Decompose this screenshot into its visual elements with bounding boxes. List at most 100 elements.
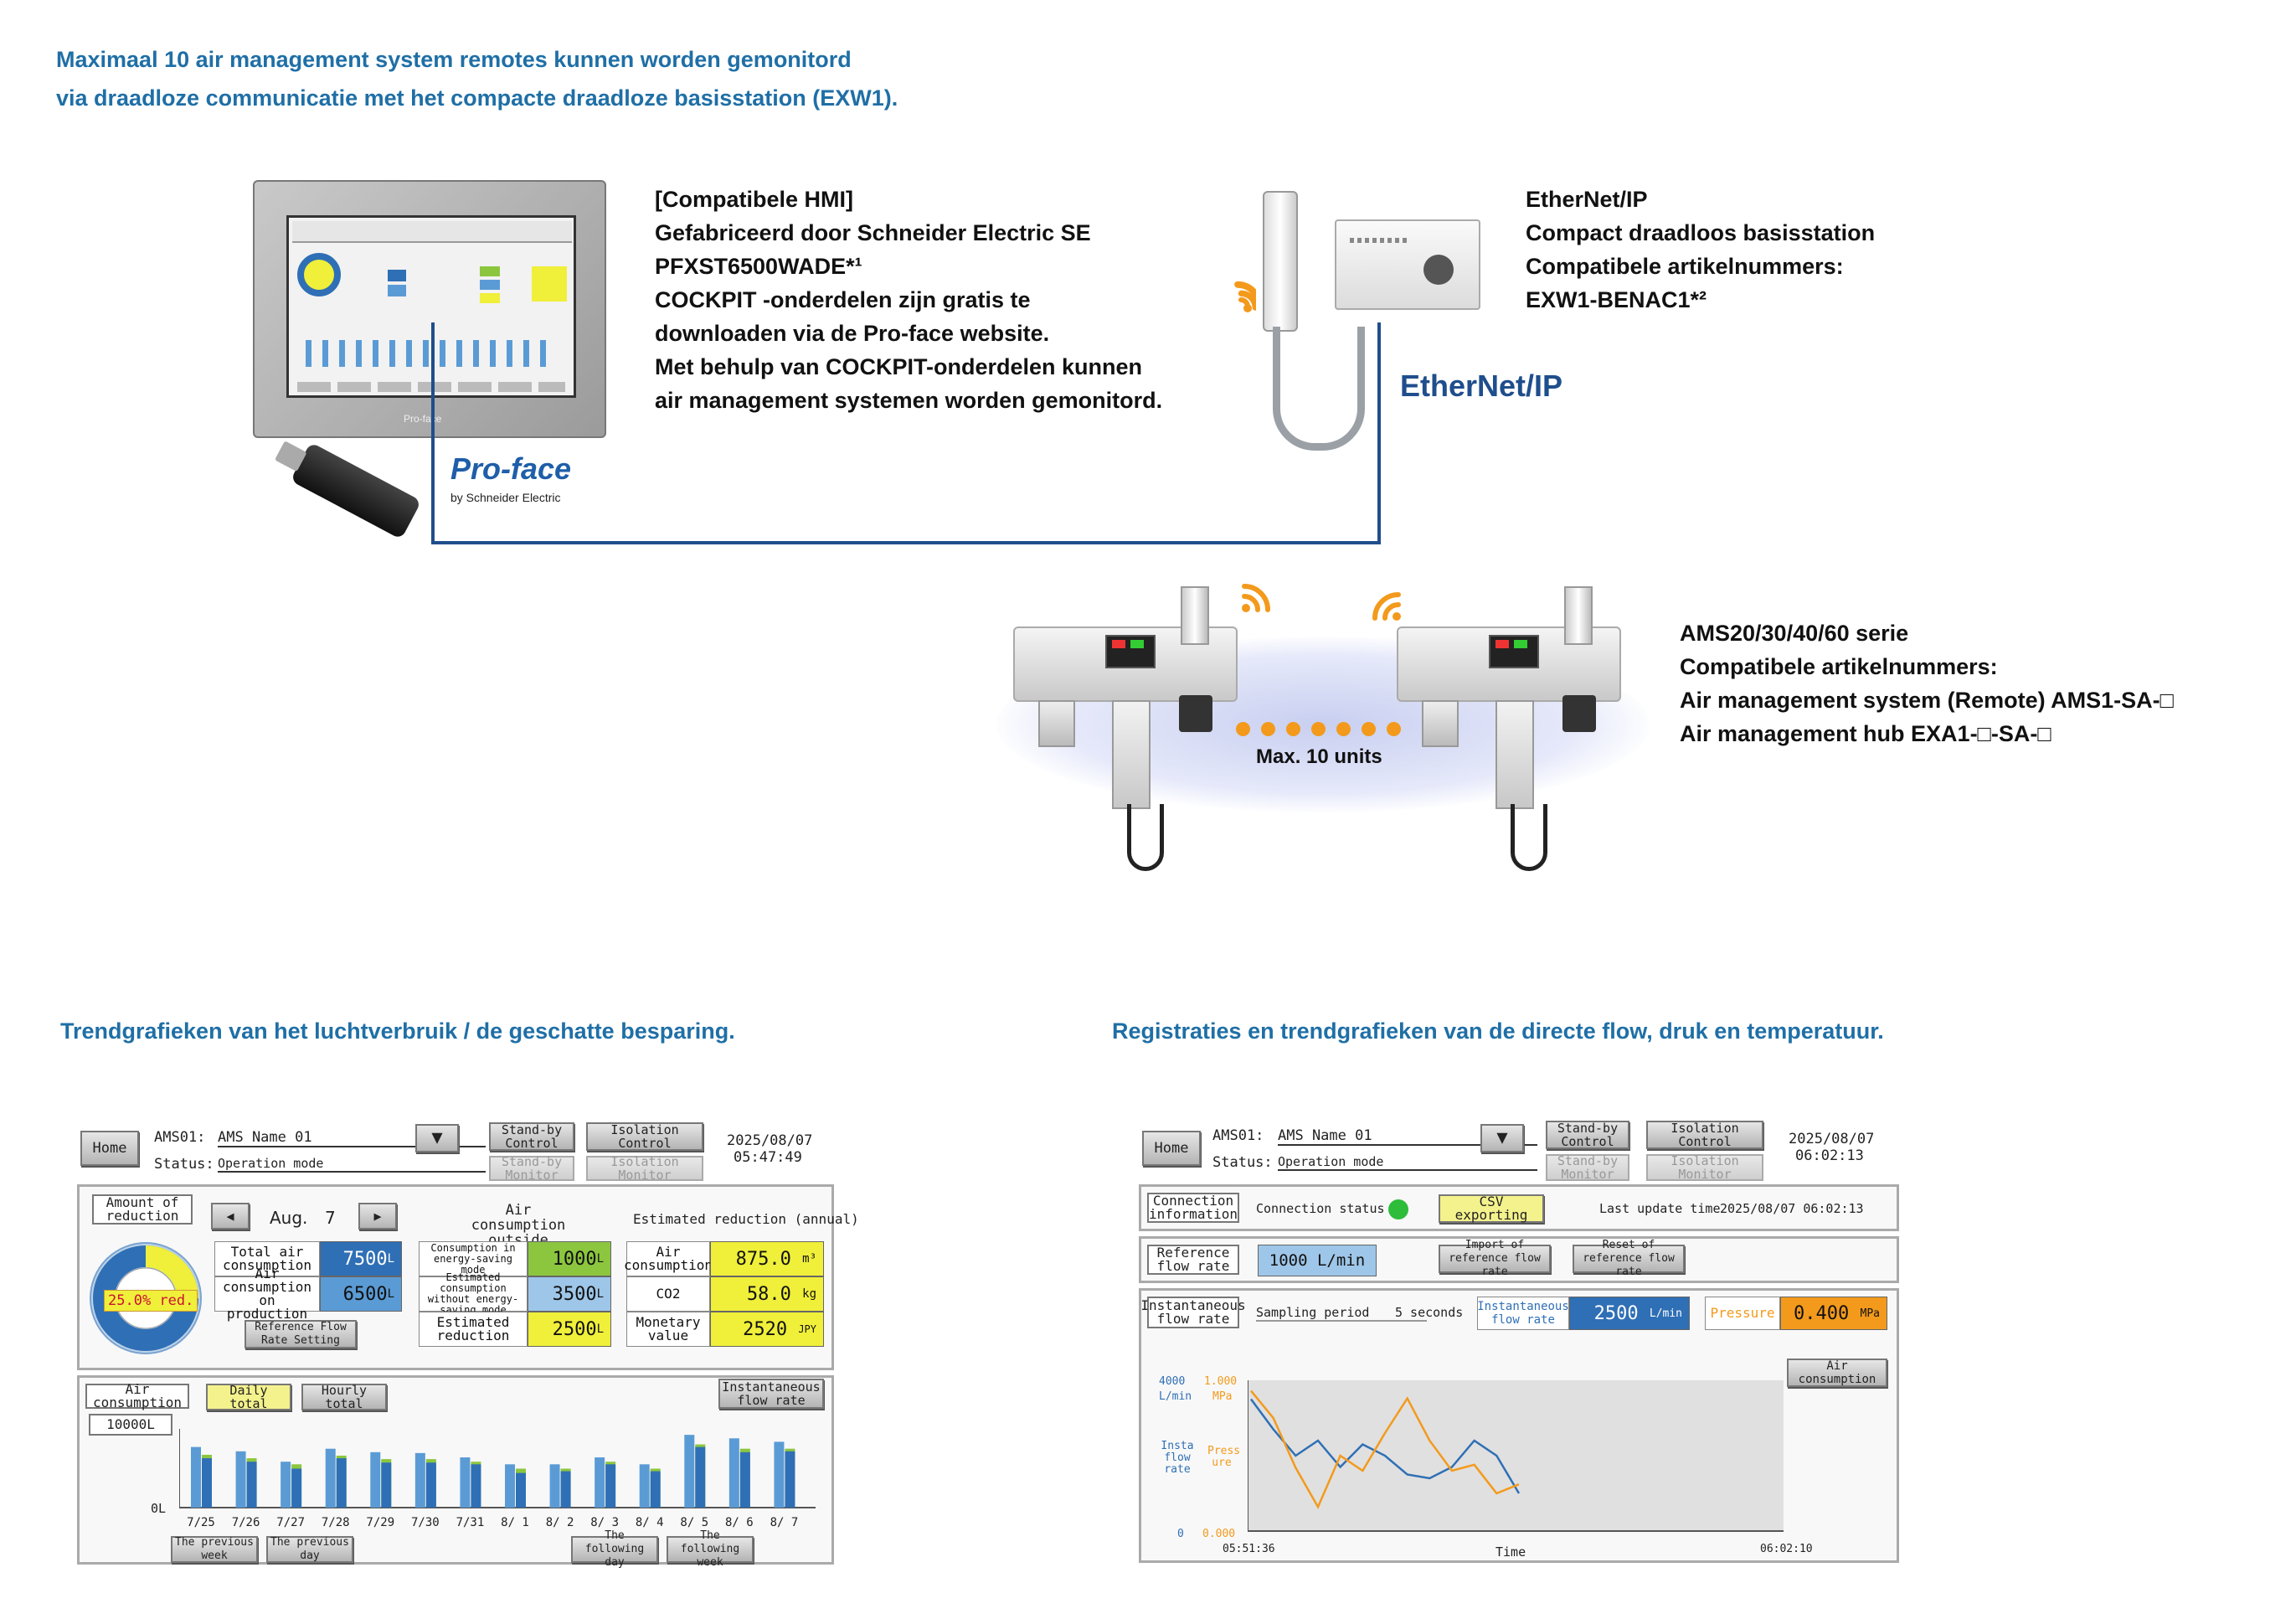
hmi-line-1: Gefabriceerd door Schneider Electric SE <box>655 220 1091 245</box>
wireless-icon-left <box>1238 570 1284 616</box>
home-button[interactable]: Home <box>80 1131 139 1166</box>
y-left-zero: 0 <box>1177 1528 1184 1540</box>
bar-series-2 <box>516 1472 526 1508</box>
ams-name-field[interactable]: AMS Name 01 <box>1278 1127 1537 1146</box>
est-reduction-label: Estimated reduction <box>419 1312 528 1347</box>
monetary-number: 2520 <box>743 1318 788 1340</box>
proface-logo-sub: by Schneider Electric <box>450 491 561 504</box>
hmi-screen-consumption: Home AMS01: AMS Name 01 ▼ Status: Operat… <box>74 1114 859 1569</box>
import-reference-button[interactable]: Import of reference flow rate <box>1439 1239 1551 1278</box>
previous-day-button[interactable]: The previous day <box>266 1536 353 1563</box>
hmi-device-image: Pro-face <box>253 180 606 438</box>
wireless-icon-right <box>1358 578 1405 625</box>
ams-dropdown-button[interactable]: ▼ <box>1480 1124 1524 1152</box>
chart-air-consumption-label: Air consumption <box>85 1383 189 1410</box>
prev-day-arrow-button[interactable]: ◀ <box>211 1203 250 1230</box>
pressure-label: Pressure <box>1705 1297 1780 1330</box>
daily-total-button[interactable]: Daily total <box>206 1384 291 1410</box>
pressure-line <box>1250 1390 1520 1509</box>
triangle-left-icon: ◀ <box>226 1209 234 1224</box>
status-value: Operation mode <box>1278 1154 1537 1171</box>
on-production-number: 6500 <box>342 1283 388 1305</box>
ams-name-field[interactable]: AMS Name 01 <box>218 1129 486 1147</box>
bar-series-2 <box>560 1471 571 1508</box>
ethernet-logo: EtherNet/IP <box>1400 369 1563 403</box>
following-week-button[interactable]: The following week <box>667 1529 754 1569</box>
y-right-max: 1.000 <box>1204 1375 1238 1388</box>
following-day-button[interactable]: The following day <box>571 1529 658 1569</box>
hmi-line-6: air management systemen worden gemonitor… <box>655 388 1163 413</box>
isolation-monitor-button[interactable]: Isolation Monitor <box>1646 1154 1763 1181</box>
reference-flow-rate-setting-button[interactable]: Reference Flow Rate Setting <box>245 1320 357 1348</box>
isolation-control-button[interactable]: Isolation Control <box>1646 1121 1763 1149</box>
home-button[interactable]: Home <box>1142 1131 1201 1166</box>
standby-control-button[interactable]: Stand-by Control <box>489 1122 574 1151</box>
csv-exporting-indicator[interactable]: CSV exporting <box>1439 1194 1544 1223</box>
ams-line-1: Compatibele artikelnummers: <box>1680 654 1998 679</box>
ams-line-0: AMS20/30/40/60 serie <box>1680 621 1909 646</box>
isolation-control-button[interactable]: Isolation Control <box>586 1122 703 1151</box>
previous-week-button[interactable]: The previous week <box>171 1536 258 1563</box>
bar-category-label: 8/ 5 <box>680 1516 708 1529</box>
last-update-label: Last update time <box>1599 1201 1721 1216</box>
reset-reference-button[interactable]: Reset of reference flow rate <box>1573 1239 1685 1278</box>
bar-series-2 <box>381 1462 392 1508</box>
hourly-total-button[interactable]: Hourly total <box>301 1384 387 1410</box>
bar-series-1 <box>235 1451 246 1508</box>
bar-series-1 <box>549 1464 560 1508</box>
bar-series-1 <box>460 1457 471 1508</box>
base-station-image <box>1335 219 1480 310</box>
connection-status-label: Connection status <box>1256 1201 1385 1216</box>
bar-series-2 <box>291 1468 302 1508</box>
network-cable-line-v <box>1377 322 1381 544</box>
bar-series-2 <box>425 1462 436 1508</box>
energy-mode-number: 1000 <box>552 1248 597 1270</box>
reference-flow-rate-value: 1000 L/min <box>1258 1245 1377 1276</box>
bar-category-label: 8/ 1 <box>501 1516 529 1529</box>
unit-kg: kg <box>802 1287 816 1301</box>
unit-jpy: JPY <box>798 1323 816 1335</box>
bar-category-label: 7/30 <box>411 1516 440 1529</box>
triangle-right-icon: ▶ <box>373 1209 382 1224</box>
antenna-image <box>1263 191 1298 332</box>
standby-control-button[interactable]: Stand-by Control <box>1546 1121 1629 1149</box>
total-air-label: Total air consumption <box>214 1241 320 1276</box>
y-left-title: Insta flow rate <box>1161 1440 1194 1476</box>
hmi-bezel-logo: Pro-face <box>404 413 442 425</box>
caption-left: Trendgrafieken van het luchtverbruik / d… <box>60 1018 735 1044</box>
standby-monitor-button[interactable]: Stand-by Monitor <box>1546 1154 1629 1181</box>
annual-title: Estimated reduction (annual) <box>633 1211 859 1227</box>
reference-flow-rate-label: Reference flow rate <box>1147 1245 1239 1275</box>
unit-dot <box>1261 722 1275 736</box>
bar-series-2 <box>605 1464 616 1508</box>
isolation-monitor-button[interactable]: Isolation Monitor <box>586 1155 703 1182</box>
instantaneous-flow-value: 2500 L/min <box>1569 1297 1690 1330</box>
ams-description: AMS20/30/40/60 serie Compatibele artikel… <box>1680 616 2174 750</box>
caption-right: Registraties en trendgrafieken van de di… <box>1112 1018 1884 1044</box>
hmi-screen-flow: Home AMS01: AMS Name 01 ▼ Status: Operat… <box>1135 1114 1902 1568</box>
instantaneous-flow-rate-button[interactable]: Instantaneous flow rate <box>718 1379 824 1409</box>
co2-value: 58.0 kg <box>710 1276 824 1312</box>
flow-pressure-line-chart <box>1248 1380 1784 1532</box>
next-day-arrow-button[interactable]: ▶ <box>358 1203 397 1230</box>
ams-line-3: Air management hub EXA1-□-SA-□ <box>1680 721 2051 746</box>
bar-series-1 <box>639 1464 650 1508</box>
proface-logo: Pro-face by Schneider Electric <box>450 452 571 505</box>
unit-l: L <box>387 1287 394 1301</box>
ams-dropdown-button[interactable]: ▼ <box>415 1124 459 1152</box>
air-consumption-button[interactable]: Air consumption <box>1787 1359 1887 1387</box>
unit-dot <box>1236 722 1250 736</box>
bar-series-1 <box>191 1446 201 1508</box>
ethernet-line-3: EXW1-BENAC1*² <box>1526 287 1707 312</box>
unit-mpa: MPa <box>1860 1307 1880 1320</box>
without-mode-number: 3500 <box>552 1283 597 1305</box>
time-display: 05:47:49 <box>734 1149 802 1166</box>
day-label: 7 <box>325 1208 336 1228</box>
standby-monitor-button[interactable]: Stand-by Monitor <box>489 1155 574 1182</box>
bar-category-label: 7/25 <box>187 1516 215 1529</box>
chevron-down-icon: ▼ <box>1496 1127 1508 1148</box>
